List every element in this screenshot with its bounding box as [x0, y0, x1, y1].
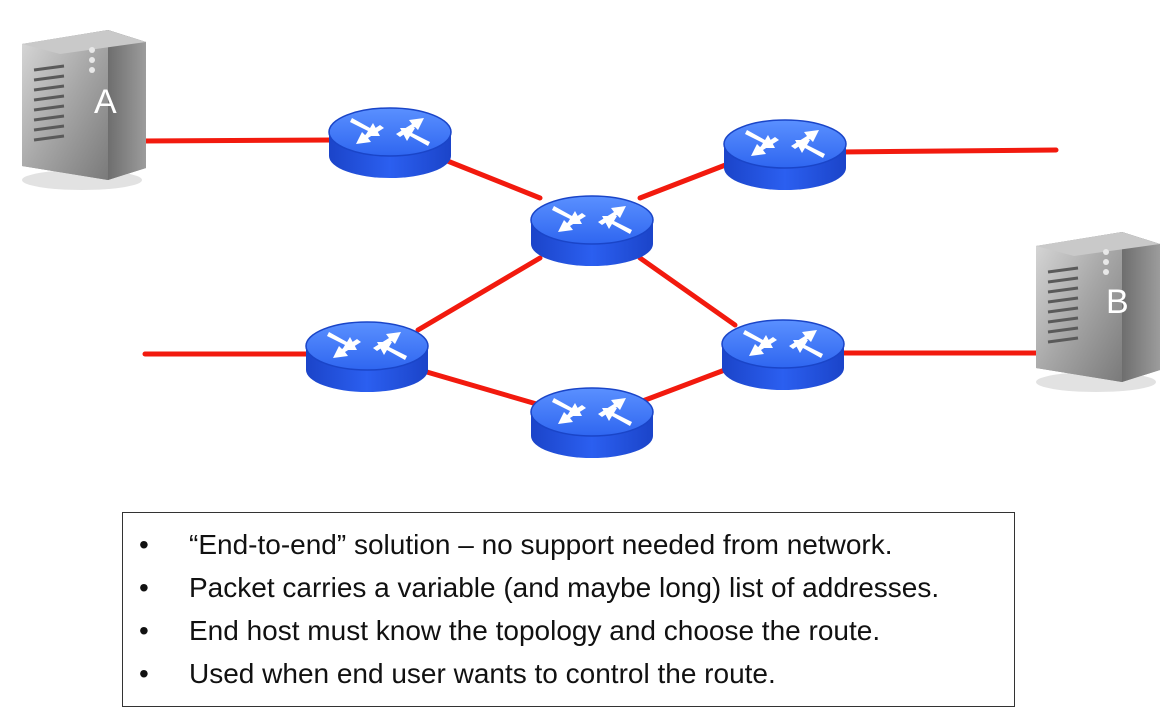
list-item: • Used when end user wants to control the… — [137, 652, 1004, 695]
list-item-text: Packet carries a variable (and maybe lon… — [189, 572, 940, 603]
link-center-to-router-bottom-right — [637, 255, 738, 328]
link-center-to-router-bottom-left — [415, 255, 543, 333]
network-diagram: A B — [20, 28, 1162, 459]
list-item: • End host must know the topology and cho… — [137, 609, 1004, 652]
list-item: • Packet carries a variable (and maybe lo… — [137, 566, 1004, 609]
router-icon — [305, 321, 429, 393]
notes-list: • “End-to-end” solution – no support need… — [137, 523, 1004, 695]
link-router-bottom-left-to-bottom-center — [417, 367, 543, 408]
router-icon — [530, 195, 654, 267]
network-links — [139, 137, 1059, 408]
router-icon — [530, 387, 654, 459]
bullet: • — [139, 658, 149, 689]
router-icon — [328, 107, 452, 179]
list-item-text: Used when end user wants to control the … — [189, 658, 776, 689]
link-bottom-center-to-router-bottom-right — [637, 365, 733, 405]
host-b: B — [1034, 230, 1162, 394]
link-router-top-right-out — [837, 147, 1059, 155]
bullet: • — [139, 572, 149, 603]
link-router-top-left-to-center — [437, 155, 543, 201]
router-icon — [723, 119, 847, 191]
link-center-to-router-top-right — [637, 161, 731, 201]
list-item-text: End host must know the topology and choo… — [189, 615, 881, 646]
link-a-to-router-top-left — [139, 137, 338, 144]
host-a-label: A — [94, 83, 117, 121]
bullet: • — [139, 615, 149, 646]
router-icon — [721, 319, 845, 391]
list-item-text: “End-to-end” solution – no support neede… — [189, 529, 893, 560]
server-icon — [1034, 230, 1162, 394]
host-a: A — [20, 28, 148, 192]
host-b-label: B — [1106, 283, 1129, 321]
notes-box: • “End-to-end” solution – no support need… — [122, 512, 1015, 707]
bullet: • — [139, 529, 149, 560]
list-item: • “End-to-end” solution – no support need… — [137, 523, 1004, 566]
server-icon — [20, 28, 148, 192]
